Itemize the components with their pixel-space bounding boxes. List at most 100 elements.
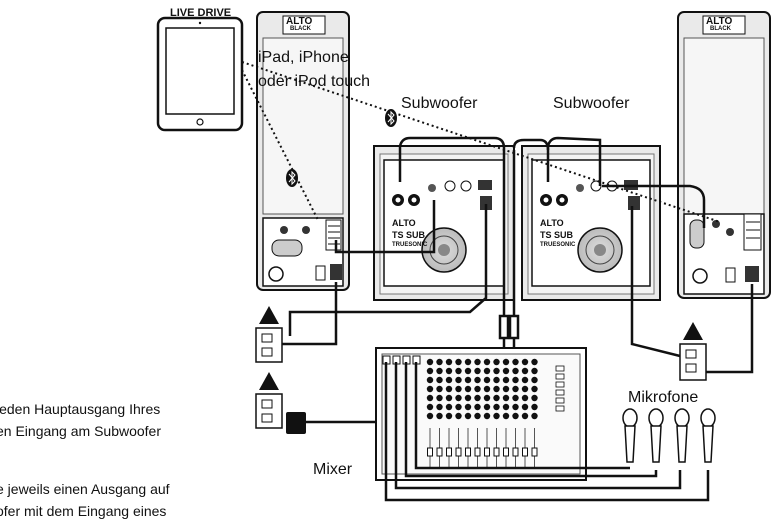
mixer-knob bbox=[445, 376, 453, 384]
mixer-knob bbox=[483, 385, 491, 393]
microphone-head bbox=[648, 408, 664, 428]
mixer-knob bbox=[521, 367, 529, 375]
mixer-knob bbox=[464, 385, 472, 393]
subwoofer-left-label: Subwoofer bbox=[401, 95, 478, 112]
mixer-knob bbox=[493, 376, 500, 384]
mixer-knob bbox=[531, 358, 538, 366]
microphone-body bbox=[650, 425, 662, 463]
ipad-device bbox=[156, 16, 244, 132]
subwoofer-right-label: Subwoofer bbox=[553, 95, 630, 112]
mixer bbox=[375, 347, 587, 481]
left-speaker bbox=[256, 11, 350, 291]
mixer-knob bbox=[464, 412, 472, 420]
mixer-knob bbox=[493, 412, 500, 420]
mixer-knob bbox=[464, 394, 472, 402]
mixer-knob bbox=[483, 358, 491, 366]
mixer-knob bbox=[483, 367, 491, 375]
mixer-label: Mixer bbox=[313, 461, 353, 478]
mixer-knob bbox=[512, 376, 519, 384]
mixer-fader-cap bbox=[446, 447, 452, 457]
mixer-knob bbox=[493, 394, 500, 402]
mixer-knob bbox=[493, 403, 500, 411]
bluetooth-icon-center bbox=[385, 109, 397, 127]
mixer-knob bbox=[426, 394, 434, 402]
mixer-knob bbox=[521, 394, 529, 402]
mixer-knob bbox=[531, 376, 538, 384]
mixer-fader-cap bbox=[503, 447, 509, 457]
mixer-knob bbox=[512, 358, 519, 366]
mixer-meter-segment bbox=[555, 405, 565, 412]
mixer-knob bbox=[445, 385, 453, 393]
mixer-fader-cap bbox=[531, 447, 538, 457]
mixer-knob bbox=[474, 412, 481, 420]
mixer-knob bbox=[445, 394, 453, 402]
mixer-knob bbox=[502, 412, 510, 420]
mixer-knob bbox=[436, 358, 443, 366]
mixer-knob bbox=[521, 412, 529, 420]
mixer-knob bbox=[483, 403, 491, 411]
mixer-knob bbox=[436, 394, 443, 402]
right-sub-series: TRUESONIC bbox=[540, 242, 576, 248]
left-speaker-logo: ALTO bbox=[286, 16, 313, 27]
microphone-head bbox=[700, 408, 716, 428]
left-sub-series: TRUESONIC bbox=[392, 242, 428, 248]
mixer-knob bbox=[445, 358, 453, 366]
mixer-knob bbox=[455, 367, 462, 375]
live-drive-label: LIVE DRIVE bbox=[170, 7, 232, 19]
mixer-knob bbox=[436, 376, 443, 384]
mixer-knob bbox=[455, 376, 462, 384]
mixer-fader-cap bbox=[436, 447, 443, 457]
mikrofone-label: Mikrofone bbox=[628, 389, 699, 406]
microphone-body bbox=[702, 425, 714, 463]
mixer-knob bbox=[445, 412, 453, 420]
ipad-label: iPad, iPhone bbox=[258, 49, 349, 66]
mixer-knob bbox=[445, 367, 453, 375]
microphone-body bbox=[676, 425, 688, 463]
mixer-knob bbox=[483, 376, 491, 384]
mixer-knob bbox=[426, 376, 434, 384]
mixer-fader-cap bbox=[465, 447, 471, 457]
microphones bbox=[622, 408, 716, 463]
mixer-knob bbox=[531, 403, 538, 411]
mixer-knob bbox=[455, 358, 462, 366]
right-speaker-sub: BLACK bbox=[710, 26, 731, 32]
mixer-knob bbox=[512, 412, 519, 420]
ipad-label-line2: oder iPod touch bbox=[258, 73, 371, 90]
mixer-meter-segment bbox=[555, 365, 565, 372]
mixer-knob bbox=[455, 403, 462, 411]
mixer-knob bbox=[455, 394, 462, 402]
microphone-body bbox=[624, 425, 636, 463]
mixer-knob bbox=[531, 385, 538, 393]
right-sub-logo: ALTO bbox=[540, 218, 564, 228]
mixer-knob bbox=[426, 412, 434, 420]
side-text-line3: e jeweils einen Ausgang auf bbox=[0, 481, 170, 497]
mixer-knob bbox=[493, 358, 500, 366]
mixer-faders bbox=[427, 365, 565, 468]
mixer-knob bbox=[474, 358, 481, 366]
mixer-knob bbox=[502, 394, 510, 402]
mixer-knob bbox=[502, 376, 510, 384]
mixer-knob bbox=[512, 403, 519, 411]
mixer-fader-cap bbox=[474, 447, 481, 457]
mixer-knob bbox=[436, 412, 443, 420]
bluetooth-icon-left bbox=[286, 169, 298, 187]
right-speaker-logo: ALTO bbox=[706, 16, 733, 27]
speaker-brand-plates bbox=[282, 15, 746, 35]
microphone-head bbox=[622, 408, 638, 428]
mixer-fader-cap bbox=[522, 447, 528, 457]
mixer-knob bbox=[455, 412, 462, 420]
mixer-meter-segment bbox=[555, 373, 565, 380]
mixer-meter-segment bbox=[555, 389, 565, 396]
mixer-knob bbox=[521, 376, 529, 384]
power-outlet-left-bottom bbox=[255, 372, 306, 434]
mixer-knob bbox=[474, 403, 481, 411]
mixer-knob bbox=[502, 367, 510, 375]
mixer-knob bbox=[436, 385, 443, 393]
mixer-knob bbox=[512, 367, 519, 375]
cables bbox=[282, 136, 754, 502]
mixer-fader-cap bbox=[512, 447, 519, 457]
mixer-knob bbox=[426, 367, 434, 375]
mixer-channel-knobs bbox=[382, 355, 538, 420]
power-outlet-left-top bbox=[255, 306, 283, 363]
